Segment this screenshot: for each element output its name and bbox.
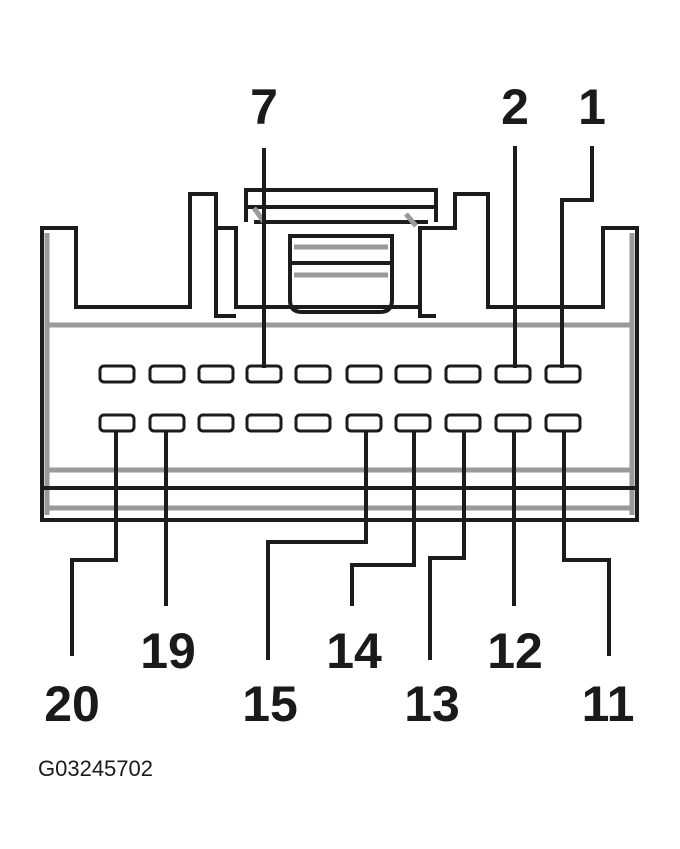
pin-slot-bottom-8 bbox=[444, 413, 482, 433]
pin-slot-top-3 bbox=[197, 364, 235, 384]
figure-code: G03245702 bbox=[38, 756, 153, 781]
leader-15 bbox=[266, 432, 368, 660]
pin-slot-bottom-9 bbox=[494, 413, 532, 433]
pin-slot-top-4 bbox=[245, 364, 283, 384]
pin-slot-top-8 bbox=[444, 364, 482, 384]
pin-label-19: 19 bbox=[140, 623, 196, 679]
leader-11 bbox=[562, 432, 611, 656]
pin-slot-bottom-6 bbox=[345, 413, 383, 433]
pin-slot-top-5 bbox=[294, 364, 332, 384]
pin-slot-top-7 bbox=[394, 364, 432, 384]
pin-slot-top-10 bbox=[544, 364, 582, 384]
leader-13 bbox=[428, 432, 466, 660]
pin-label-2: 2 bbox=[501, 79, 529, 135]
pin-label-13: 13 bbox=[404, 676, 460, 732]
pin-label-7: 7 bbox=[250, 79, 278, 135]
pin-row-top bbox=[98, 364, 582, 384]
leader-14 bbox=[350, 432, 416, 606]
pin-row-bottom bbox=[98, 413, 582, 433]
pin-label-14: 14 bbox=[326, 623, 382, 679]
connector-housing bbox=[40, 192, 639, 522]
pin-slot-bottom-10 bbox=[544, 413, 582, 433]
pin-slot-top-2 bbox=[148, 364, 186, 384]
pin-label-1: 1 bbox=[578, 79, 606, 135]
leader-20 bbox=[70, 432, 118, 656]
leader-1 bbox=[560, 146, 594, 368]
leader-lines bbox=[70, 146, 611, 660]
pin-label-20: 20 bbox=[44, 676, 100, 732]
pin-slot-top-6 bbox=[345, 364, 383, 384]
pin-slot-bottom-7 bbox=[394, 413, 432, 433]
pin-label-12: 12 bbox=[487, 623, 543, 679]
pin-slot-bottom-4 bbox=[245, 413, 283, 433]
connector-latch bbox=[214, 188, 438, 318]
pin-slot-bottom-3 bbox=[197, 413, 235, 433]
pin-slot-top-1 bbox=[98, 364, 136, 384]
pin-slot-bottom-2 bbox=[148, 413, 186, 433]
pin-labels: 7 2 1 19 14 12 20 15 13 11 bbox=[44, 79, 634, 732]
pin-label-11: 11 bbox=[582, 676, 635, 732]
pin-label-15: 15 bbox=[242, 676, 298, 732]
pin-slot-top-9 bbox=[494, 364, 532, 384]
pin-slot-bottom-1 bbox=[98, 413, 136, 433]
pin-slot-bottom-5 bbox=[294, 413, 332, 433]
